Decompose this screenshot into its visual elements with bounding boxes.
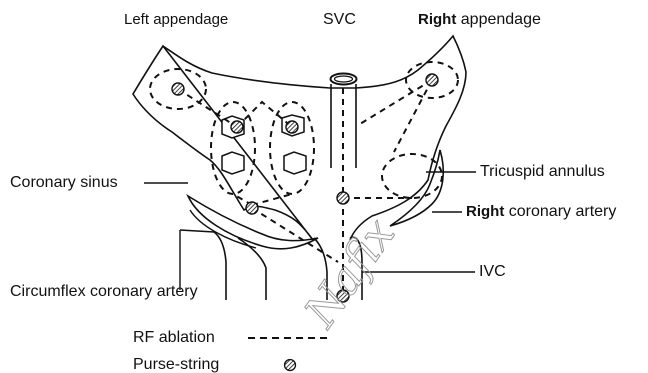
label-coronary-sinus: Coronary sinus <box>10 175 118 191</box>
purse-string-left-vein-b <box>286 121 298 133</box>
label-tricuspid-annulus: Tricuspid annulus <box>480 164 605 180</box>
label-right-appendage-rest: appendage <box>456 11 541 28</box>
label-right-coronary-rest: coronary artery <box>504 203 616 220</box>
label-svc: SVC <box>323 12 356 28</box>
purse-string-coronary-sinus <box>246 202 258 214</box>
purse-string-left-appendage <box>172 83 184 95</box>
label-left-appendage: Left appendage <box>124 12 228 27</box>
label-left-appendage-rest: appendage <box>149 11 228 28</box>
label-right-appendage-emph: Right <box>418 11 456 28</box>
label-right-coronary-artery: Right coronary artery <box>466 204 616 220</box>
watermark: Nafix <box>295 210 406 338</box>
ablation-lines <box>178 80 432 296</box>
purse-string-ivc-junction <box>337 192 349 204</box>
legend-purse-string-label: Purse-string <box>133 357 219 373</box>
label-right-coronary-emph: Right <box>466 203 504 220</box>
purse-string-left-vein-a <box>231 121 243 133</box>
legend-rf-ablation-label: RF ablation <box>133 330 215 346</box>
atrial-body-outline <box>133 36 466 240</box>
label-left-appendage-emph: Left <box>124 11 149 28</box>
purse-string-right-appendage <box>426 74 438 86</box>
label-right-appendage: Right appendage <box>418 12 541 28</box>
legend-purse-string-glyph <box>285 360 296 371</box>
label-circumflex-coronary-artery: Circumflex coronary artery <box>10 284 198 300</box>
label-ivc: IVC <box>479 264 506 280</box>
